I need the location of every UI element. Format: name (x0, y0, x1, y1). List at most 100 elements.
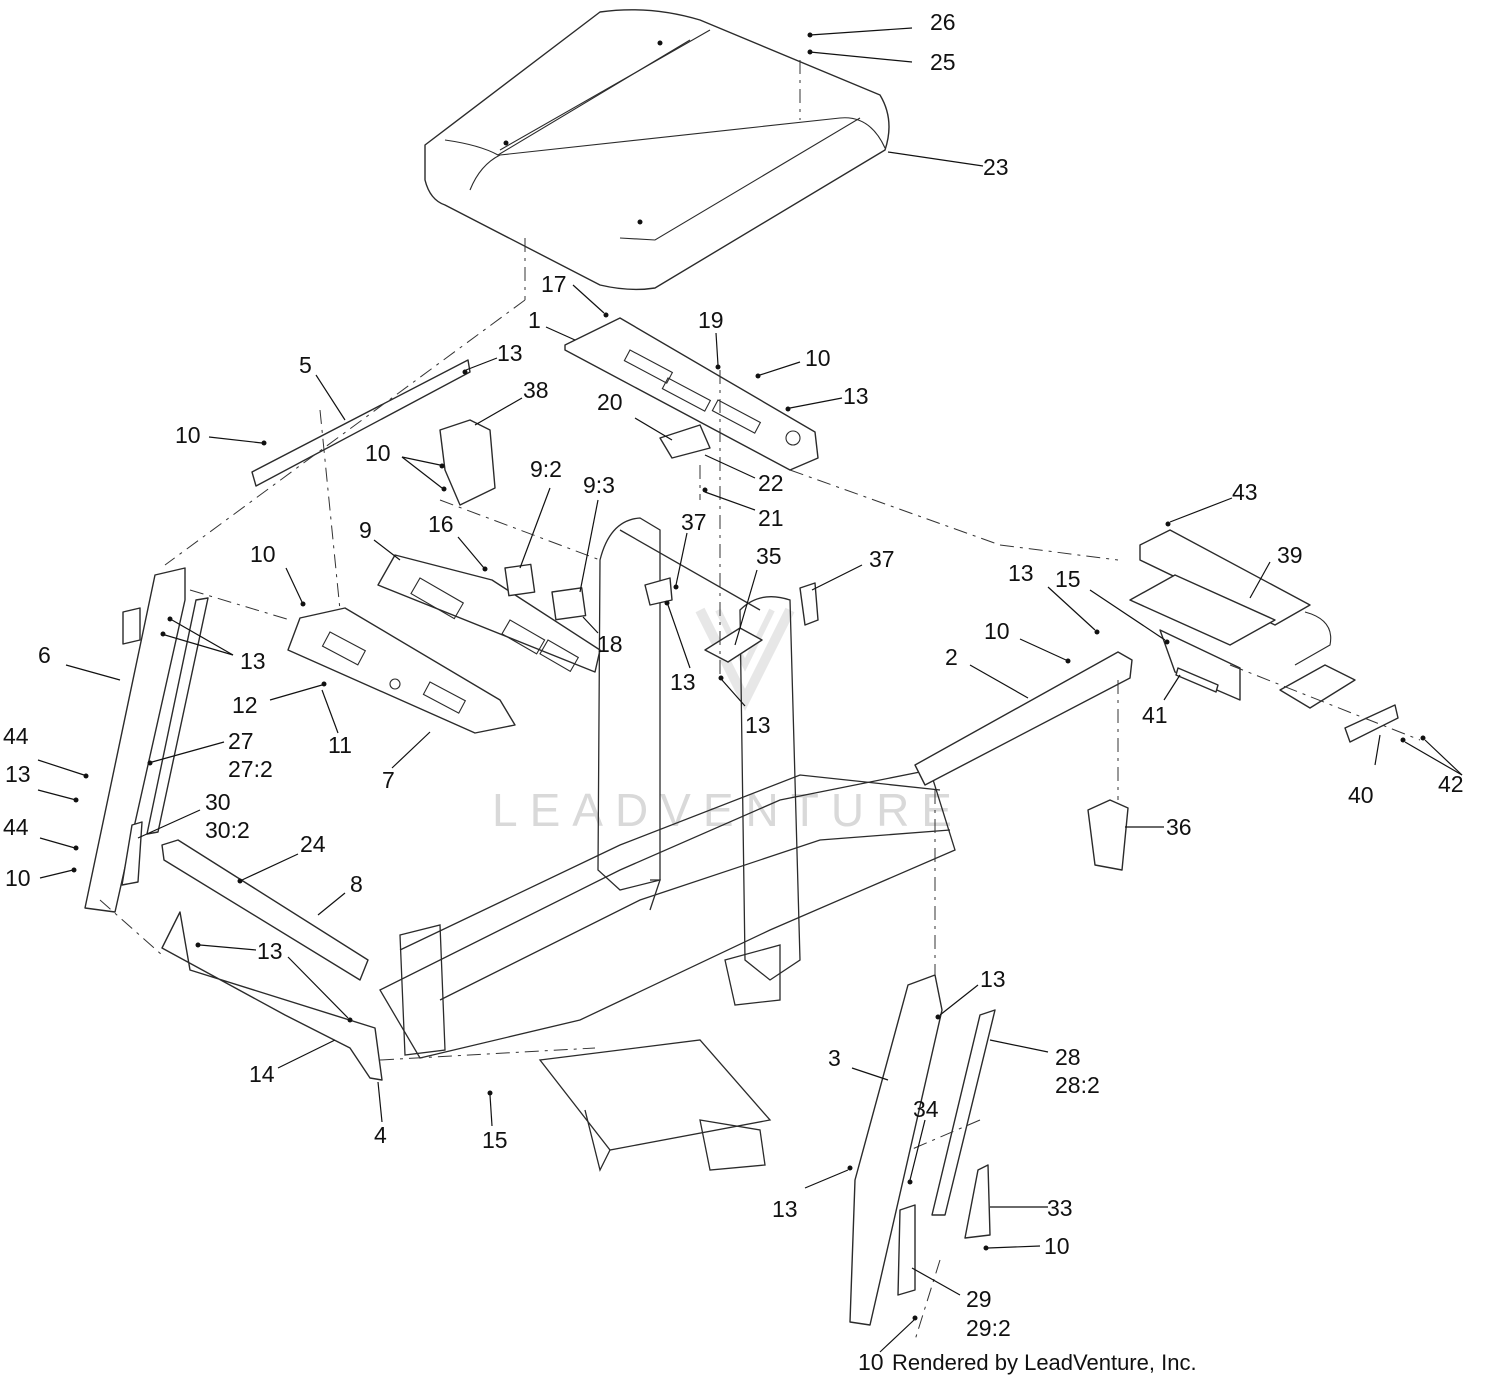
part-27-left-strip (146, 597, 209, 835)
part-41-strip (1175, 667, 1219, 693)
callout-9: 9 (359, 517, 372, 543)
callout-9-3: 9:3 (583, 472, 615, 498)
callout-40: 40 (1348, 782, 1374, 808)
callout-8: 8 (350, 871, 363, 897)
part-37-bracket-right (799, 582, 819, 626)
part-7-lower-panel (287, 607, 516, 734)
part-39-footrest (1129, 529, 1356, 709)
callout-43: 43 (1232, 479, 1258, 505)
part-9-2-switch (504, 563, 536, 597)
callout-13f: 13 (240, 648, 266, 674)
callout-3: 3 (828, 1045, 841, 1071)
callout-15b: 15 (482, 1127, 508, 1153)
callout-labels: 26 25 23 17 1 19 10 13 20 22 21 5 13 38 … (3, 9, 1464, 1375)
callout-34: 34 (913, 1096, 939, 1122)
callout-29-2: 29:2 (966, 1315, 1011, 1341)
part-1-upper-plate (564, 317, 819, 471)
alignment-lines (99, 60, 1421, 1341)
callout-42: 42 (1438, 771, 1464, 797)
part-33-bracket (964, 1164, 991, 1239)
callout-28-2: 28:2 (1055, 1072, 1100, 1098)
callout-10f: 10 (5, 865, 31, 891)
callout-27: 27 (228, 728, 254, 754)
callout-20: 20 (597, 389, 623, 415)
callout-10e: 10 (250, 541, 276, 567)
part-36-bracket (1087, 799, 1129, 871)
callout-23: 23 (983, 154, 1009, 180)
part-40-step-plate (1344, 704, 1399, 743)
part-30-left-bracket (121, 821, 143, 886)
callout-17: 17 (541, 271, 567, 297)
callout-13g: 13 (5, 761, 31, 787)
callout-4: 4 (374, 1122, 387, 1148)
part-29-bracket (897, 1204, 916, 1296)
callout-25: 25 (930, 49, 956, 75)
callout-16: 16 (428, 511, 454, 537)
callout-21: 21 (758, 505, 784, 531)
part-9-3-switch-panel (551, 587, 587, 621)
part-9-dash-panel (377, 554, 601, 673)
part-4-lower-rail (161, 911, 383, 1081)
callout-18: 18 (597, 631, 623, 657)
callout-7: 7 (382, 767, 395, 793)
callout-10c: 10 (365, 440, 391, 466)
callout-13b: 13 (497, 340, 523, 366)
callout-15a: 15 (1055, 566, 1081, 592)
callout-41: 41 (1142, 702, 1168, 728)
part-2-right-rail (914, 651, 1133, 786)
callout-37a: 37 (681, 509, 707, 535)
callout-9-2: 9:2 (530, 456, 562, 482)
callout-10a: 10 (805, 345, 831, 371)
callout-2: 2 (945, 644, 958, 670)
part-3-right-upright (849, 974, 943, 1326)
callout-44a: 44 (3, 723, 29, 749)
callout-13d: 13 (670, 669, 696, 695)
callout-14: 14 (249, 1061, 275, 1087)
callout-13c: 13 (1008, 560, 1034, 586)
watermark-logo (695, 607, 795, 712)
callout-13i: 13 (980, 966, 1006, 992)
callout-29: 29 (966, 1286, 992, 1312)
callout-13a: 13 (843, 383, 869, 409)
callout-10g: 10 (1044, 1233, 1070, 1259)
callout-28: 28 (1055, 1044, 1081, 1070)
part-6-left-upright (84, 567, 186, 913)
render-credit: Rendered by LeadVenture, Inc. (892, 1350, 1197, 1375)
callout-30-2: 30:2 (205, 817, 250, 843)
part-38-bracket (439, 419, 496, 506)
callout-6: 6 (38, 642, 51, 668)
watermark-text: LEADVENTURE (492, 784, 964, 836)
callout-22: 22 (758, 470, 784, 496)
callout-19: 19 (698, 307, 724, 333)
callout-10d: 10 (984, 618, 1010, 644)
part-35-plate (704, 627, 763, 663)
part-8-crossbar (161, 839, 369, 981)
callout-10b: 10 (175, 422, 201, 448)
callout-26: 26 (930, 9, 956, 35)
part-23-hood (424, 9, 890, 291)
callout-10h: 10 (858, 1349, 884, 1375)
callout-5: 5 (299, 352, 312, 378)
callout-38: 38 (523, 377, 549, 403)
part-28-right-strip (931, 1009, 996, 1216)
callout-39: 39 (1277, 542, 1303, 568)
callout-37b: 37 (869, 546, 895, 572)
part-20-small-plate (659, 424, 711, 459)
callout-33: 33 (1047, 1195, 1073, 1221)
callout-1: 1 (528, 307, 541, 333)
part-37-bracket-left (644, 577, 673, 606)
callout-35: 35 (756, 543, 782, 569)
callout-24: 24 (300, 831, 326, 857)
callout-13h: 13 (257, 938, 283, 964)
callout-13j: 13 (772, 1196, 798, 1222)
callout-30: 30 (205, 789, 231, 815)
callout-27-2: 27:2 (228, 756, 273, 782)
callout-44b: 44 (3, 814, 29, 840)
callout-11: 11 (328, 732, 352, 758)
callout-36: 36 (1166, 814, 1192, 840)
callout-12: 12 (232, 692, 258, 718)
part-5-left-rail (251, 359, 471, 487)
leader-lines (37, 27, 1463, 1353)
